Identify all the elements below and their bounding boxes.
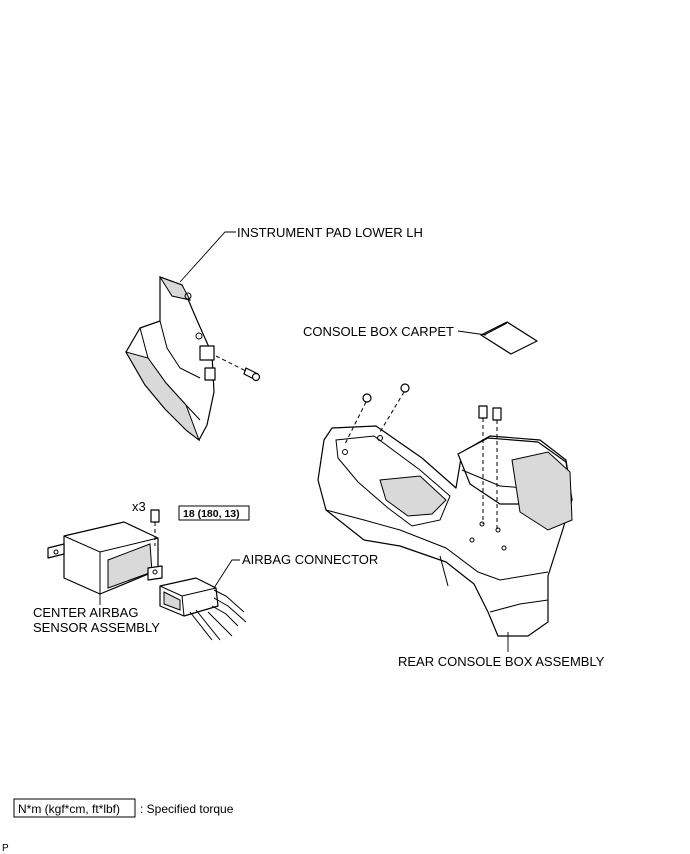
rear-console-box-part — [317, 425, 573, 637]
instrument-pad-leader — [179, 231, 236, 283]
sensor-bolt — [150, 509, 160, 546]
center-airbag-sensor-part — [47, 521, 163, 595]
rear-console-screws — [344, 383, 502, 530]
instrument-pad-label: INSTRUMENT PAD LOWER LH — [237, 225, 423, 240]
quantity-label: x3 — [132, 499, 146, 514]
instrument-pad-bolt — [215, 355, 261, 382]
airbag-connector-leader — [213, 559, 240, 589]
console-carpet-leader — [457, 330, 487, 336]
console-carpet-label: CONSOLE BOX CARPET — [303, 324, 454, 339]
center-sensor-label-line1: CENTER AIRBAG — [33, 605, 138, 620]
torque-box — [178, 505, 250, 521]
airbag-connector-part — [159, 577, 247, 641]
console-box-carpet-part — [480, 321, 538, 355]
legend-unit-box — [13, 798, 136, 818]
legend-description: : Specified torque — [140, 802, 234, 816]
instrument-pad-lower-lh-part — [124, 276, 216, 442]
airbag-connector-label: AIRBAG CONNECTOR — [242, 552, 378, 567]
legend-unit-text: N*m (kgf*cm, ft*lbf) — [18, 802, 120, 816]
rear-console-label: REAR CONSOLE BOX ASSEMBLY — [398, 654, 605, 669]
center-sensor-label-line2: SENSOR ASSEMBLY — [33, 620, 160, 635]
corner-mark: P — [2, 843, 9, 854]
torque-value: 18 (180, 13) — [183, 508, 240, 520]
